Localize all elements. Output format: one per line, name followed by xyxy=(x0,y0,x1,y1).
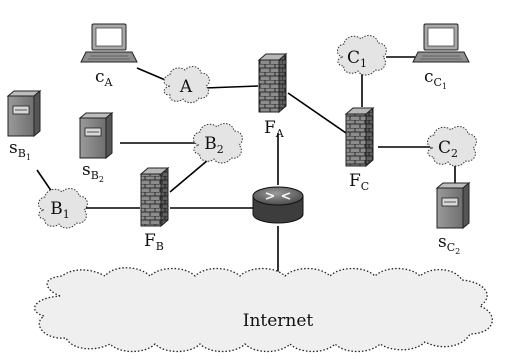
cloud-icon xyxy=(163,65,210,104)
cloud-C1-letter: C xyxy=(347,48,360,68)
link-firewallB-cloudB2 xyxy=(169,159,209,193)
server-C2: sC2 xyxy=(435,181,471,256)
laptop-C1-subscript: C xyxy=(434,76,442,89)
server-C2-subsubscript: 2 xyxy=(455,247,460,256)
firewall-B-letter: F xyxy=(144,231,156,251)
firewall-A: FA xyxy=(257,52,288,140)
cloud-icon xyxy=(193,123,243,164)
cloud-B1-label: B1 xyxy=(50,199,70,221)
cloud-C2: C2 xyxy=(427,126,477,167)
cloud-C1-label: C1 xyxy=(347,48,367,70)
laptop-A-letter: c xyxy=(95,67,105,87)
server-icon xyxy=(6,89,42,138)
laptop-A-subscript: A xyxy=(104,76,114,89)
cloud-C2-subscript: 2 xyxy=(451,147,458,160)
cloud-C1-subscript: 1 xyxy=(360,57,367,70)
cloud-B2-letter: B xyxy=(204,134,217,154)
server-B2-subscript: B xyxy=(91,169,99,182)
router-icon xyxy=(252,186,304,224)
cloud-icon xyxy=(34,267,493,353)
server-B2-label: sB2 xyxy=(82,160,104,184)
laptop-C1-subsubscript: 1 xyxy=(442,82,447,91)
server-B1-subscript: B xyxy=(18,147,26,160)
firewall-A-letter: F xyxy=(264,118,276,138)
cloud-B1-subscript: 1 xyxy=(63,208,70,221)
cloud-B1-letter: B xyxy=(50,199,63,219)
laptop-A-label: cA xyxy=(95,67,114,89)
cloud-B1: B1 xyxy=(38,188,88,229)
server-C2-label: sC2 xyxy=(438,232,460,256)
internet-label: Internet xyxy=(243,311,314,331)
firewall-icon xyxy=(257,52,288,114)
laptop-C1-letter: c xyxy=(424,67,434,87)
computer-icon xyxy=(80,23,138,63)
server-C2-subscript: C xyxy=(447,241,455,254)
cloud-C2-letter: C xyxy=(438,138,451,158)
server-B2: sB2 xyxy=(78,111,114,184)
link-firewallA-firewallC xyxy=(287,92,347,134)
cloud-icon xyxy=(337,35,387,76)
cloud-B2-subscript: 2 xyxy=(217,143,224,156)
link-serverB1-cloudB1 xyxy=(36,169,53,193)
cloud-icon xyxy=(427,126,477,167)
laptop-A: cA xyxy=(80,23,138,89)
server-C2-letter: s xyxy=(438,232,447,252)
links xyxy=(36,56,456,275)
server-B1-letter: s xyxy=(9,138,18,158)
cloud-icon xyxy=(38,188,88,229)
server-B2-subsubscript: 2 xyxy=(99,175,104,184)
firewall-B-subscript: B xyxy=(156,240,164,253)
cloud-A-label: A xyxy=(179,77,193,97)
server-icon xyxy=(78,111,114,160)
server-icon xyxy=(435,181,471,230)
link-cloudA-firewallA xyxy=(204,85,259,89)
firewall-B-label: FB xyxy=(144,231,164,253)
firewall-icon xyxy=(139,166,170,228)
firewall-A-subscript: A xyxy=(275,127,285,140)
firewall-C-subscript: C xyxy=(361,180,369,193)
server-B2-letter: s xyxy=(82,160,91,180)
cloud-B2: B2 xyxy=(193,123,243,164)
cloud-C2-label: C2 xyxy=(438,138,458,160)
firewall-C: FC xyxy=(344,106,375,193)
computer-icon xyxy=(412,23,470,63)
server-B1-subsubscript: 1 xyxy=(26,153,31,162)
router xyxy=(252,186,304,224)
cloud-C1: C1 xyxy=(337,35,387,76)
server-B1-label: sB1 xyxy=(9,138,31,162)
cloud-A: A xyxy=(163,65,210,104)
cloud-B2-label: B2 xyxy=(204,134,224,156)
firewall-A-label: FA xyxy=(264,118,285,140)
server-B1: sB1 xyxy=(6,89,42,162)
internet-cloud: Internet xyxy=(34,267,493,353)
firewall-C-letter: F xyxy=(349,171,361,191)
firewall-B: FB xyxy=(139,166,170,253)
firewall-C-label: FC xyxy=(349,171,369,193)
laptop-C1: cC1 xyxy=(412,23,470,91)
laptop-C1-label: cC1 xyxy=(424,67,447,91)
firewall-icon xyxy=(344,106,375,168)
